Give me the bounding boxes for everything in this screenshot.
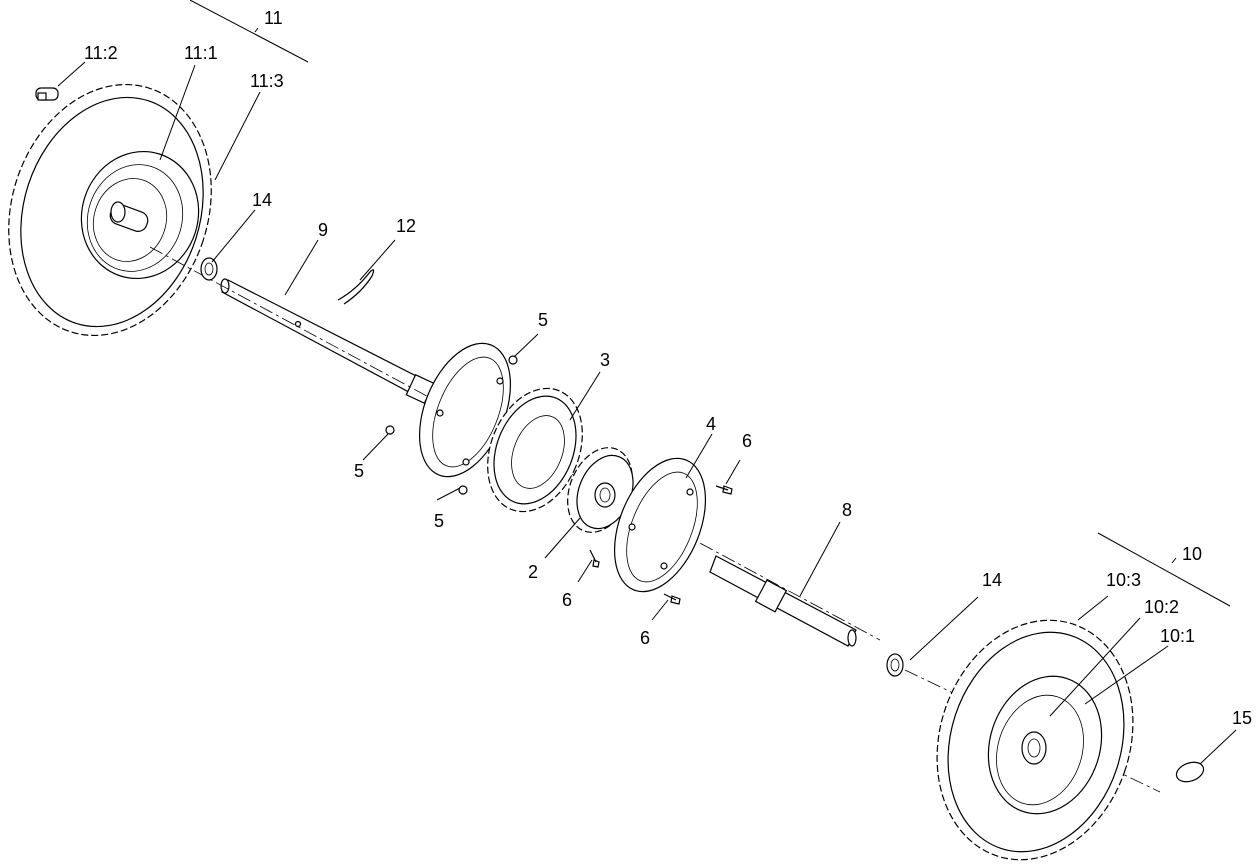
hub-gear bbox=[567, 447, 634, 533]
label-14-left: 14 bbox=[252, 190, 272, 210]
carriage-bolt bbox=[589, 485, 733, 605]
label-2: 2 bbox=[528, 562, 538, 582]
ring-gear bbox=[487, 387, 583, 513]
label-6-middle: 6 bbox=[562, 590, 572, 610]
label-12: 12 bbox=[396, 216, 416, 236]
label-14-right: 14 bbox=[982, 570, 1002, 590]
pressure-plate-right bbox=[613, 457, 707, 593]
pressure-plate-left bbox=[418, 342, 512, 478]
label-10-3: 10:3 bbox=[1106, 570, 1141, 590]
label-8: 8 bbox=[842, 500, 852, 520]
label-11-1: 11:1 bbox=[184, 43, 218, 63]
hair-pin-clip bbox=[1175, 761, 1205, 783]
label-10-2: 10:2 bbox=[1144, 597, 1179, 617]
callout-labels: 11 11:2 11:1 11:3 14 9 12 5 3 5 5 4 6 2 … bbox=[84, 8, 1252, 728]
label-15: 15 bbox=[1232, 708, 1252, 728]
label-5-top: 5 bbox=[538, 310, 548, 330]
right-wheel bbox=[936, 619, 1134, 861]
washer-left bbox=[200, 257, 218, 281]
label-10-1: 10:1 bbox=[1160, 626, 1195, 646]
label-5-bottom: 5 bbox=[434, 511, 444, 531]
label-11-2: 11:2 bbox=[84, 43, 118, 63]
label-11: 11 bbox=[264, 8, 283, 28]
label-11-3: 11:3 bbox=[250, 71, 284, 91]
label-10: 10 bbox=[1182, 544, 1202, 564]
left-wheel bbox=[8, 83, 212, 337]
leader-lines bbox=[57, 0, 1237, 765]
wheel-valve-stem bbox=[35, 87, 59, 101]
lock-nut bbox=[385, 355, 518, 495]
label-6-bottom: 6 bbox=[640, 628, 650, 648]
label-4: 4 bbox=[706, 414, 716, 434]
label-3: 3 bbox=[600, 350, 610, 370]
hairpin-cotter-pin bbox=[337, 269, 375, 305]
label-6-top: 6 bbox=[742, 431, 752, 451]
label-5-left: 5 bbox=[354, 461, 364, 481]
label-9: 9 bbox=[318, 220, 328, 240]
axle-shaft-right bbox=[709, 555, 857, 647]
